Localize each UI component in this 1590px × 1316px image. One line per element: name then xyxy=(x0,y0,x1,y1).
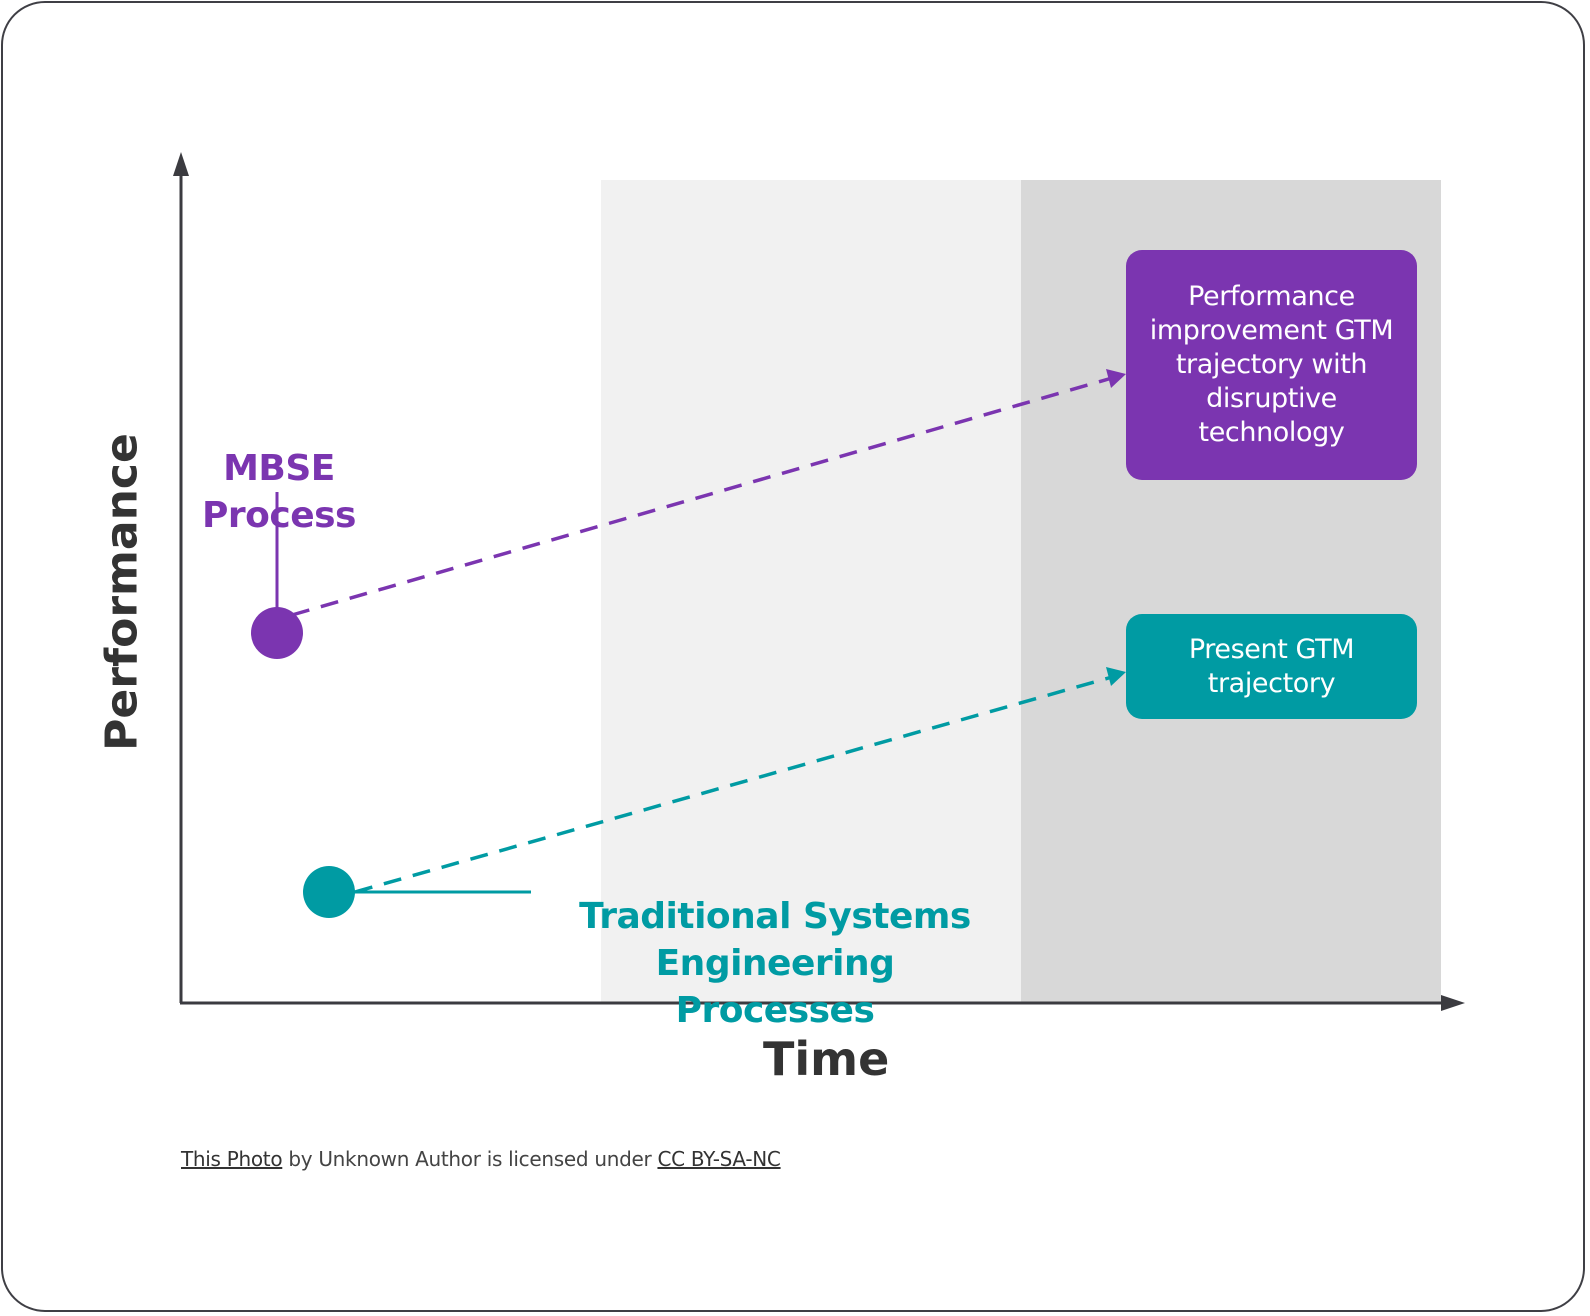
mbse-trajectory-line xyxy=(291,376,1113,617)
mbse-target-box: Performance improvement GTM trajectory w… xyxy=(1126,250,1417,480)
x-axis-arrow-icon xyxy=(1441,995,1465,1011)
traditional-process-label: Traditional Systems Engineering Processe… xyxy=(555,846,995,1034)
traditional-target-box-text: Present GTM trajectory xyxy=(1188,633,1355,699)
traditional-arrowhead-icon xyxy=(1106,667,1126,686)
this-photo-link[interactable]: This Photo xyxy=(181,1147,283,1171)
x-axis-title: Time xyxy=(763,1032,890,1086)
traditional-start-point xyxy=(303,866,355,918)
mbse-arrowhead-icon xyxy=(1106,369,1126,388)
traditional-trajectory-line xyxy=(354,675,1113,894)
mbse-start-point xyxy=(251,607,303,659)
y-axis-arrow-icon xyxy=(173,152,189,176)
license-link[interactable]: CC BY-SA-NC xyxy=(657,1147,781,1171)
mbse-target-box-text: Performance improvement GTM trajectory w… xyxy=(1149,281,1394,448)
zone-present xyxy=(601,180,1021,1003)
traditional-target-box: Present GTM trajectory xyxy=(1126,614,1417,719)
traditional-process-label-text: Traditional Systems Engineering Processe… xyxy=(579,896,971,1031)
y-axis-title: Performance xyxy=(96,433,148,751)
mbse-process-label: MBSE Process xyxy=(190,398,368,539)
credit-text: by Unknown Author is licensed under xyxy=(282,1147,658,1171)
photo-credit: This Photo by Unknown Author is licensed… xyxy=(181,1147,781,1171)
mbse-process-label-text: MBSE Process xyxy=(202,448,356,536)
